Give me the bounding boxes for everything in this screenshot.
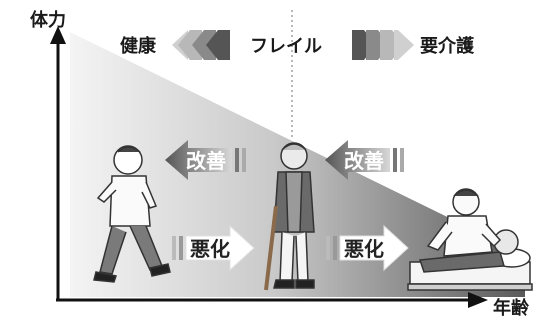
bedridden-care-icon (407, 188, 533, 291)
stage-healthy-label: 健康 (120, 35, 157, 57)
chevrons-left-icon (172, 30, 230, 60)
elderly-with-cane-icon (264, 142, 315, 291)
walking-person-icon (93, 145, 171, 283)
stage-frail-label: フレイル (250, 36, 322, 57)
worsen-left-label: 悪化 (190, 237, 230, 261)
worsen-right-label: 悪化 (344, 237, 384, 261)
worsen-arrow-left: 悪化 (172, 224, 255, 272)
improve-arrow-right: 改善 (325, 140, 404, 180)
stage-care-label: 要介護 (420, 35, 475, 57)
y-axis-arrowhead (50, 26, 66, 44)
y-axis-label: 体力 (30, 9, 66, 31)
worsen-arrow-right: 悪化 (326, 224, 409, 272)
chevrons-right-icon (352, 30, 414, 60)
improve-right-label: 改善 (344, 149, 384, 173)
x-axis-label: 年齢 (493, 297, 530, 319)
x-axis-arrowhead (468, 292, 488, 308)
improve-arrow-left: 改善 (165, 140, 246, 180)
improve-left-label: 改善 (186, 149, 226, 173)
